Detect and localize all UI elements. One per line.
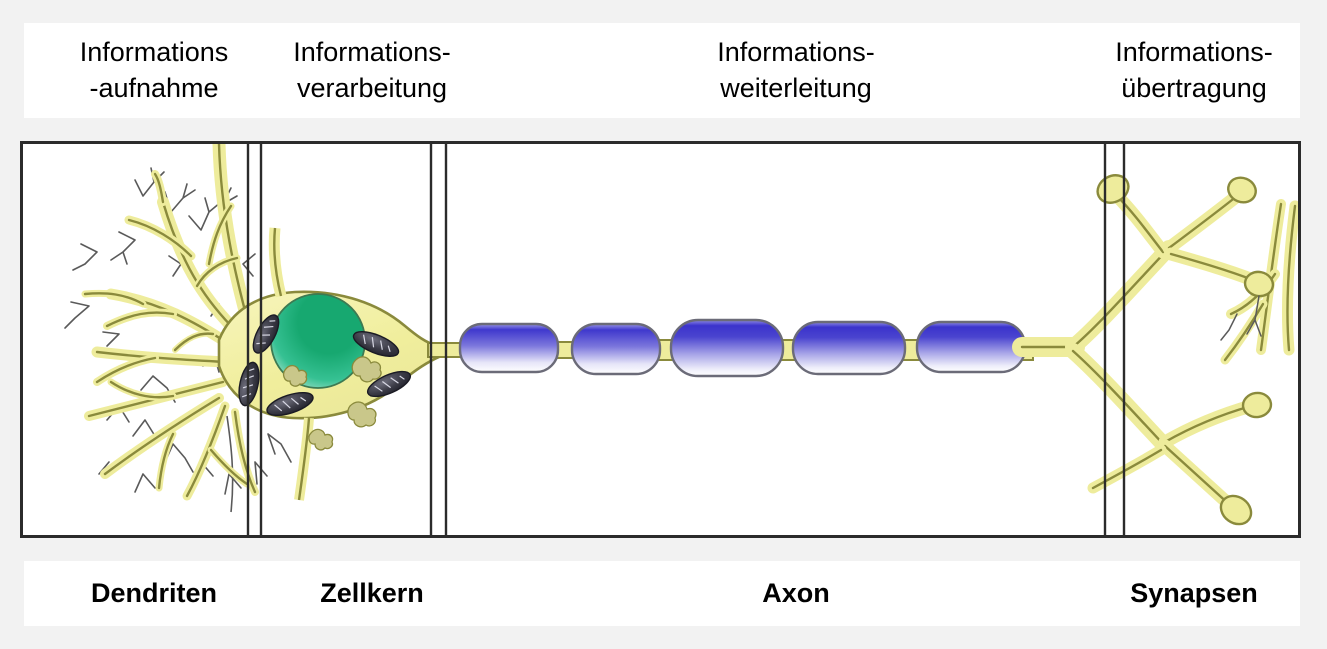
part-label-band: Dendriten Zellkern Axon Synapsen	[24, 561, 1300, 626]
terminal-hairs	[1220, 295, 1262, 341]
stage-label-information-intake: Informations -aufnahme	[79, 37, 229, 103]
neuron-illustration	[64, 144, 1298, 535]
axon-myelin-sheath	[458, 318, 1034, 378]
stage-label-information-conduction: Informations- weiterleitung	[717, 37, 875, 103]
myelin-segment	[669, 318, 785, 378]
part-label-axon: Axon	[762, 578, 830, 608]
axon-terminals	[1012, 189, 1298, 513]
myelin-segment	[791, 320, 907, 376]
stage-label-information-transmission: Informations- übertragung	[1115, 37, 1273, 103]
part-label-synapses: Synapsen	[1130, 578, 1258, 608]
part-label-dendrites: Dendriten	[90, 578, 217, 608]
stage-label-information-processing: Informations- verarbeitung	[293, 37, 451, 103]
myelin-segment	[915, 320, 1027, 374]
soma-processes	[268, 227, 314, 501]
synaptic-bouton	[1219, 494, 1253, 526]
part-label-nucleus: Zellkern	[320, 578, 424, 608]
compartment-dividers	[246, 144, 1126, 535]
synaptic-bouton	[1227, 176, 1257, 204]
dendrite-spine-long	[226, 415, 234, 513]
stage-label-band: Informations -aufnahme Informations- ver…	[24, 23, 1300, 118]
neuron-diagram-frame	[20, 141, 1301, 538]
organelles-group	[283, 356, 382, 451]
synaptic-bouton	[1241, 391, 1273, 419]
synaptic-bouton	[1243, 270, 1275, 298]
dendrite-tree	[81, 144, 259, 501]
myelin-segment	[570, 322, 662, 376]
myelin-segment	[458, 322, 560, 374]
